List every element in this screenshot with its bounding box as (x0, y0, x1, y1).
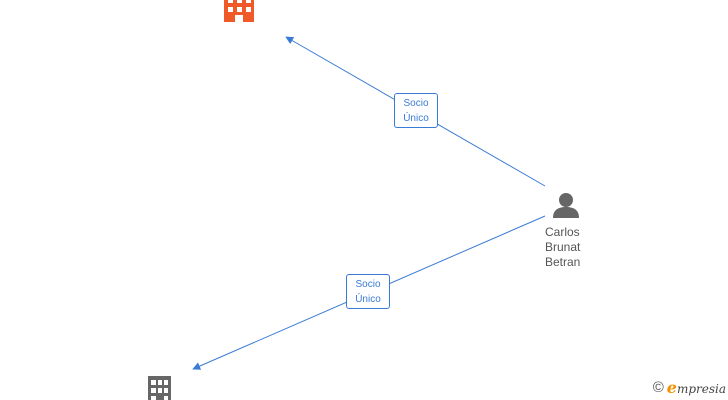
edge-label-bottom[interactable]: Socio Único (346, 274, 390, 309)
edge-label-top[interactable]: Socio Único (394, 93, 438, 128)
building-icon (148, 376, 171, 400)
brand-watermark: © empresia (653, 378, 726, 397)
edge-label-line: Socio (403, 98, 429, 109)
person-name-line: Betran (545, 255, 581, 269)
person-node[interactable] (553, 193, 579, 218)
copyright-symbol: © (652, 379, 664, 396)
person-icon (553, 193, 579, 218)
company-node-top[interactable] (224, 0, 254, 22)
brand-logo-text: mpresia (676, 382, 726, 396)
brand-logo: empresia (667, 378, 726, 397)
person-name[interactable]: Carlos Brunat Betran (545, 225, 580, 270)
person-name-line: Brunat (545, 240, 581, 254)
company-node-bottom[interactable] (148, 376, 171, 400)
edge-label-line: Socio (355, 279, 381, 290)
brand-logo-e: e (666, 378, 677, 397)
edge-label-line: Único (355, 294, 381, 305)
person-name-line: Carlos (545, 225, 580, 239)
building-icon (224, 0, 254, 22)
edge-label-line: Único (403, 113, 429, 124)
